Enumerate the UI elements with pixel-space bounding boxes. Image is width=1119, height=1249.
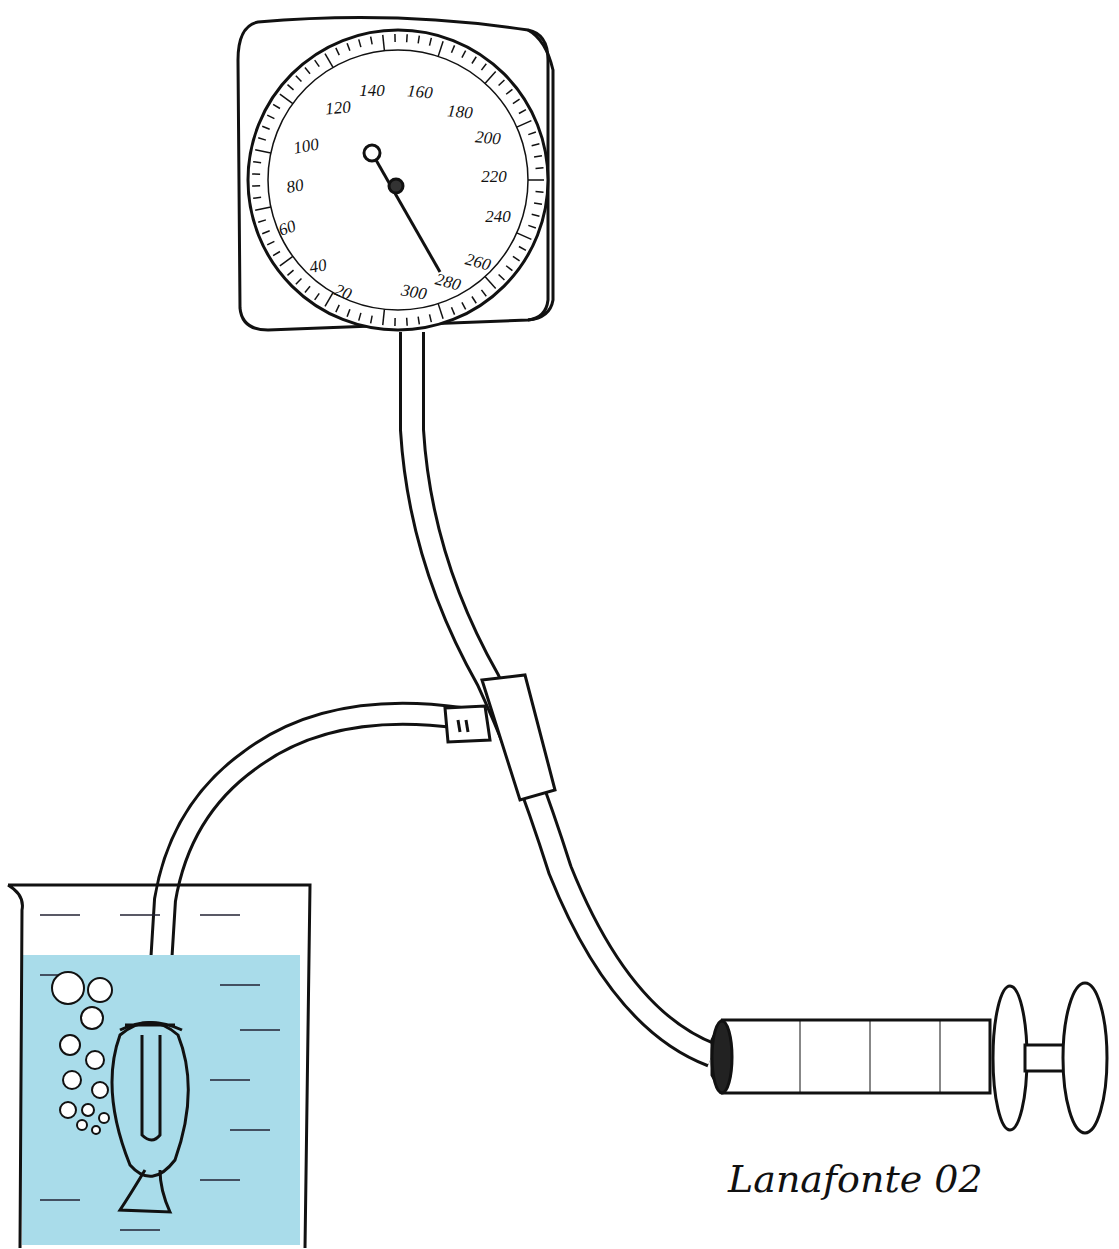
dial-number: 140 — [359, 82, 385, 99]
y-connector — [445, 675, 555, 800]
dial-number: 300 — [400, 281, 428, 302]
dial-number: 220 — [481, 168, 507, 185]
syringe — [712, 983, 1107, 1133]
dial-number: 80 — [285, 176, 305, 196]
dial-number: 40 — [308, 256, 328, 276]
dial-number: 100 — [292, 135, 320, 156]
dial-number: 240 — [485, 208, 511, 225]
dial-number: 120 — [325, 98, 352, 117]
signature: Lanafonte 02 — [728, 1160, 983, 1198]
dial-number: 200 — [475, 128, 502, 147]
beaker — [8, 885, 310, 1248]
dial-number: 180 — [447, 102, 474, 121]
dial-number: 160 — [407, 82, 434, 101]
balloon — [112, 1023, 188, 1213]
pressure-gauge — [238, 18, 553, 331]
bubbles — [52, 972, 112, 1134]
